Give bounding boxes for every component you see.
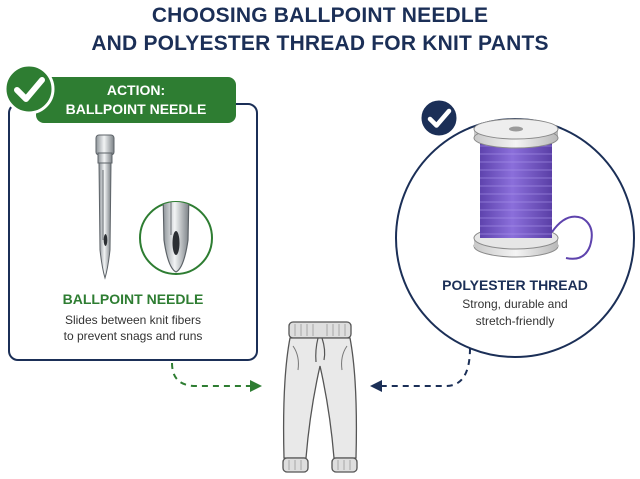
action-banner: ACTION: BALLPOINT NEEDLE bbox=[36, 77, 236, 123]
needle-description-line-2: to prevent snags and runs bbox=[63, 329, 203, 343]
page-title: CHOOSING BALLPOINT NEEDLE AND POLYESTER … bbox=[0, 2, 640, 58]
thread-heading: POLYESTER THREAD bbox=[442, 277, 588, 293]
thread-to-pants-arrow bbox=[370, 347, 471, 392]
action-banner-value: BALLPOINT NEEDLE bbox=[65, 101, 207, 117]
check-icon bbox=[3, 63, 55, 115]
needle-heading: BALLPOINT NEEDLE bbox=[62, 291, 204, 307]
title-line-2: AND POLYESTER THREAD FOR KNIT PANTS bbox=[91, 32, 549, 55]
title-line-1: CHOOSING BALLPOINT NEEDLE bbox=[151, 4, 489, 27]
needle-card bbox=[8, 103, 258, 361]
needle-to-pants-arrow bbox=[171, 362, 262, 392]
needle-description: Slides between knit fibers to prevent sn… bbox=[8, 312, 258, 344]
thread-description: Strong, durable and stretch-friendly bbox=[395, 296, 635, 330]
action-banner-label: ACTION: bbox=[106, 82, 166, 98]
needle-description-line-1: Slides between knit fibers bbox=[64, 313, 202, 327]
check-icon bbox=[418, 97, 460, 139]
thread-description-line-2: stretch-friendly bbox=[475, 314, 555, 328]
thread-description-line-1: Strong, durable and bbox=[462, 297, 568, 311]
